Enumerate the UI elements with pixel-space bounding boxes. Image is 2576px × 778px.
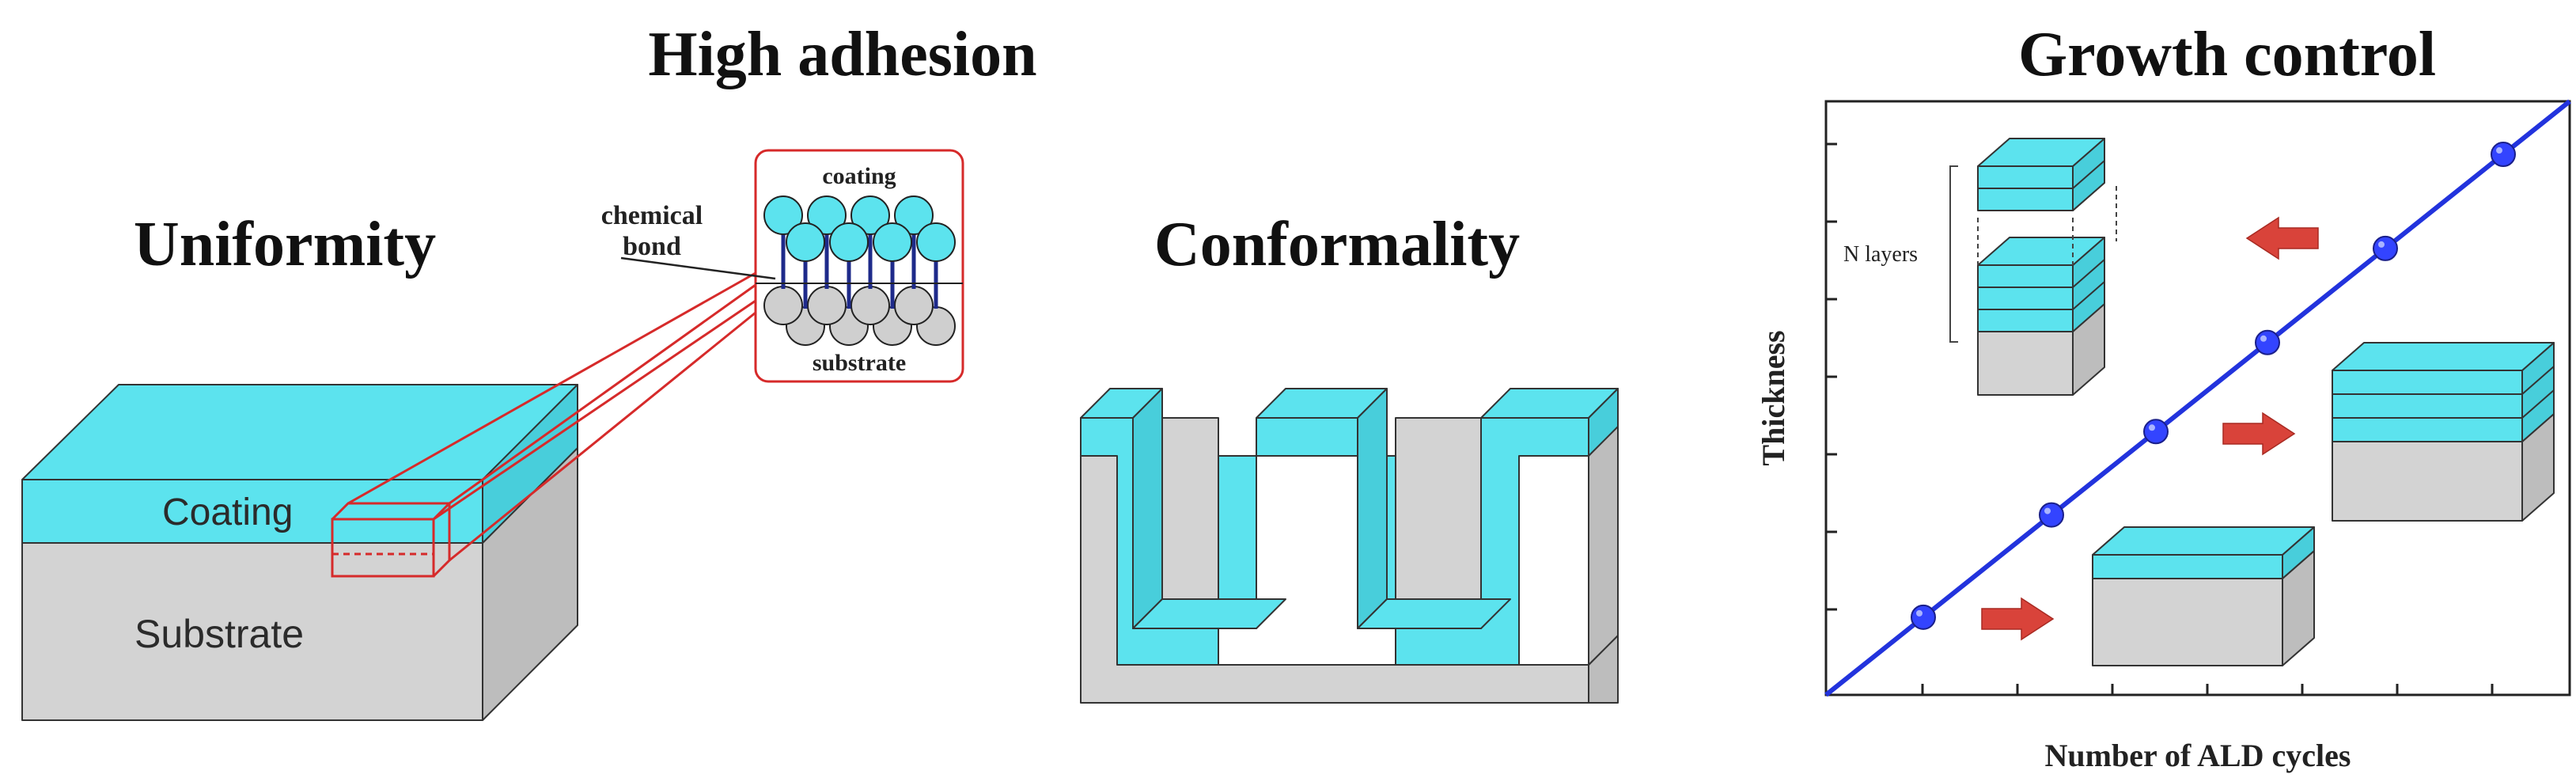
projection-line (449, 283, 756, 505)
substrate-atom (850, 286, 890, 325)
projection-line (449, 311, 756, 562)
highlight-box (331, 271, 756, 578)
coating-atom (763, 195, 803, 235)
growth-point (2373, 235, 2398, 261)
growth-point-highlight (1916, 609, 1923, 617)
coating-atom (894, 195, 934, 235)
substrate-atom (763, 286, 803, 325)
layer-stacks (1977, 138, 2555, 666)
growth-arrows (1981, 216, 2319, 641)
arrow-left-top (2245, 216, 2319, 260)
growth-point-highlight (2496, 147, 2502, 154)
inset-coating-label: coating (822, 163, 896, 189)
arrow-right-bottom (1981, 597, 2055, 641)
bond-label-line1: chemical (601, 201, 703, 230)
trench-wall-2 (1357, 388, 1388, 629)
chart-frame (1824, 100, 2571, 696)
bond-label-line2: bond (623, 232, 681, 261)
coating-label: Coating (162, 491, 293, 533)
trench-floor-1 (1132, 598, 1286, 629)
growth-point (2143, 419, 2169, 445)
growth-point (1911, 604, 1936, 630)
arrow-right-middle (2222, 412, 2296, 456)
growth-point (2491, 142, 2516, 168)
substrate-atom (807, 286, 847, 325)
adhesion-inset: coating substrate (754, 149, 964, 383)
coating-atom (829, 222, 869, 262)
uniformity-title: Uniformity (134, 210, 436, 279)
stack-one-layer (2092, 526, 2315, 666)
inset-substrate-label: substrate (813, 350, 906, 376)
growth-point (2255, 329, 2280, 355)
stack-three-layers (2332, 342, 2555, 522)
uniformity-block (21, 384, 578, 721)
trench-wall-1 (1132, 388, 1163, 629)
growth-point-highlight (2044, 507, 2051, 514)
growth-point-highlight (2260, 335, 2267, 342)
growth-control-title: Growth control (2018, 20, 2436, 89)
coating-atom (873, 222, 912, 262)
projection-line (347, 271, 756, 505)
growth-point (2039, 502, 2064, 528)
growth-chart: Number of ALD cycles Thickness N layers (1756, 99, 2571, 773)
growth-ylabel: Thickness (1756, 330, 1791, 465)
trench-coating-right (1588, 388, 1619, 457)
high-adhesion-title: High adhesion (648, 20, 1036, 89)
growth-line (1824, 99, 2571, 697)
stack-base-layers (1977, 237, 2105, 396)
coating-atom (850, 195, 890, 235)
stack-added-layers (1977, 138, 2105, 211)
coating-side (482, 384, 578, 544)
n-layers-bracket (1949, 165, 2117, 343)
conformality-title: Conformality (1154, 210, 1520, 279)
chart-ticks (1826, 142, 2494, 695)
coating-atom (807, 195, 847, 235)
substrate-label: Substrate (134, 612, 304, 656)
substrate-atom (894, 286, 934, 325)
growth-xlabel: Number of ALD cycles (2045, 738, 2351, 773)
conformality-trench (1080, 388, 1619, 704)
n-layers-label: N layers (1843, 242, 1918, 267)
growth-point-highlight (2149, 424, 2155, 431)
growth-point-highlight (2378, 241, 2385, 248)
molecule-layer (763, 195, 956, 346)
trench-floor-2 (1357, 598, 1511, 629)
bond-pointer (620, 256, 776, 280)
projection-line (433, 299, 756, 521)
coating-atom (786, 222, 825, 262)
coating-top (21, 384, 578, 480)
coating-atom (916, 222, 956, 262)
growth-points (1911, 142, 2516, 630)
